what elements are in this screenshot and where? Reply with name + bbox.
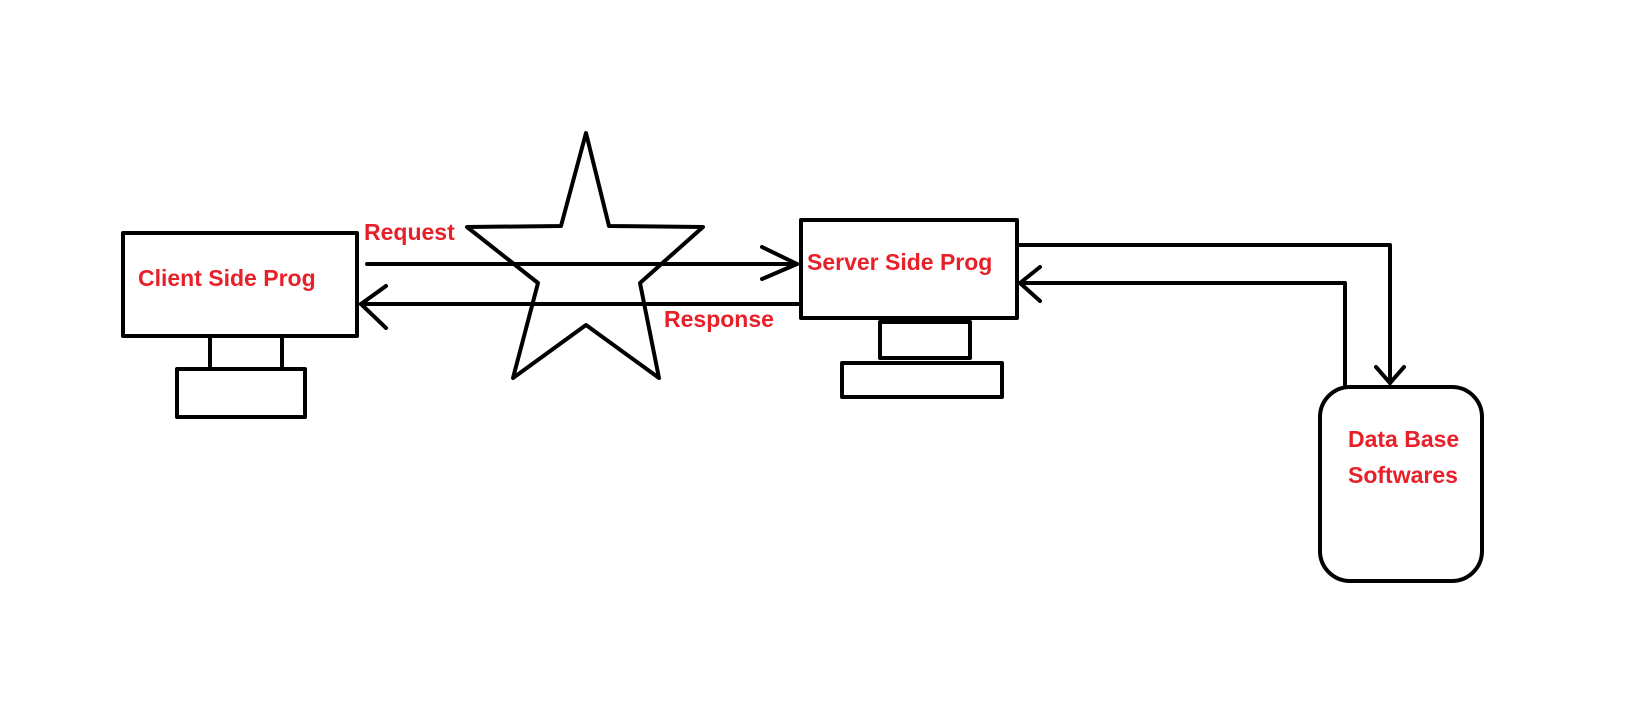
server-to-database-line	[1016, 243, 1392, 385]
request-arrow-head	[760, 245, 799, 281]
client-monitor-base	[175, 367, 307, 419]
database-to-server-line	[1018, 281, 1347, 387]
server-label: Server Side Prog	[807, 249, 992, 275]
client-monitor-neck	[208, 334, 284, 371]
server-to-database-arrow-head	[1374, 365, 1406, 385]
client-label: Client Side Prog	[138, 265, 316, 291]
response-label: Response	[664, 306, 774, 332]
star-icon	[465, 131, 705, 380]
server-monitor	[799, 218, 1019, 320]
database-box	[1318, 385, 1484, 583]
database-label-line2: Softwares	[1348, 462, 1458, 488]
server-monitor-base	[840, 361, 1004, 399]
request-label: Request	[364, 219, 455, 245]
response-arrow-head	[359, 284, 388, 330]
database-label-line1: Data Base	[1348, 426, 1459, 452]
server-monitor-neck	[878, 320, 972, 360]
database-to-server-arrow-head	[1018, 265, 1042, 303]
